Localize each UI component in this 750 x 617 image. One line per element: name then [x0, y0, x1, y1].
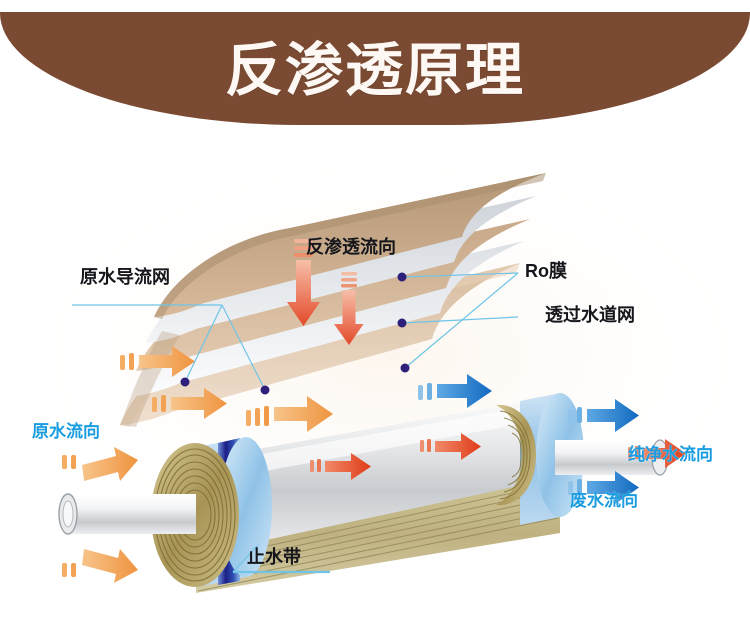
- waste-arrow-top: [568, 399, 639, 432]
- feed-arrow-center: [246, 396, 333, 432]
- feed-arrow-upper-left: [120, 346, 195, 377]
- body-flow-arrow-1: [310, 453, 371, 480]
- feed-arrow-mid-left: [152, 388, 227, 419]
- spiral-roll-right: [496, 404, 536, 506]
- label-feed-flow: 原水流向: [32, 422, 100, 441]
- ro-flow-arrow-large: [287, 239, 320, 326]
- leader-seal: [232, 544, 259, 573]
- dot-ro-membrane-a: [397, 272, 407, 282]
- permeate-tube-left: [68, 494, 196, 534]
- element-left-end: [58, 437, 272, 587]
- spiral-roll-right-rings: [499, 410, 531, 500]
- dot-permeate-spacer: [397, 318, 407, 328]
- dot-ro-membrane-b: [400, 363, 410, 373]
- permeate-tube-right: [555, 440, 660, 475]
- leader-lines: [72, 272, 519, 574]
- feed-arrow-left-bottom: [62, 549, 138, 583]
- leader-ro-membrane-a: [401, 272, 519, 278]
- pure-water-arrow: [628, 439, 686, 468]
- leader-permeate-spacer: [401, 316, 519, 324]
- diagram-canvas: [0, 125, 750, 617]
- leader-feed-spacer-a: [184, 304, 223, 383]
- label-pure-water-flow: 纯净水流向: [628, 445, 713, 464]
- label-feed-spacer: 原水导流网: [80, 267, 170, 287]
- label-permeate-spacer: 透过水道网: [545, 305, 635, 325]
- label-ro-flow: 反渗透流向: [306, 237, 396, 257]
- dot-feed-spacer-a: [180, 377, 190, 387]
- header-banner: 反渗透原理: [0, 12, 750, 125]
- label-ro-membrane: Ro膜: [525, 261, 567, 281]
- leader-dots: [180, 272, 410, 395]
- body-flow-arrow-2: [420, 433, 481, 460]
- permeate-arrow-on-leaf: [418, 374, 492, 408]
- waste-arrow-bottom: [568, 471, 639, 504]
- element-outer-shell: [196, 395, 560, 555]
- page-title: 反渗透原理: [224, 37, 525, 103]
- leader-feed-spacer-b: [221, 304, 266, 391]
- unrolled-membrane-leaf: [120, 173, 546, 427]
- feed-arrow-left-top: [62, 447, 138, 481]
- label-seal: 止水带: [247, 547, 301, 567]
- dot-feed-spacer-b: [260, 385, 270, 395]
- feed-spacer-sheet-upper: [154, 173, 546, 317]
- label-waste-water-flow: 废水流向: [570, 491, 638, 510]
- ro-flow-arrow-small: [334, 272, 364, 345]
